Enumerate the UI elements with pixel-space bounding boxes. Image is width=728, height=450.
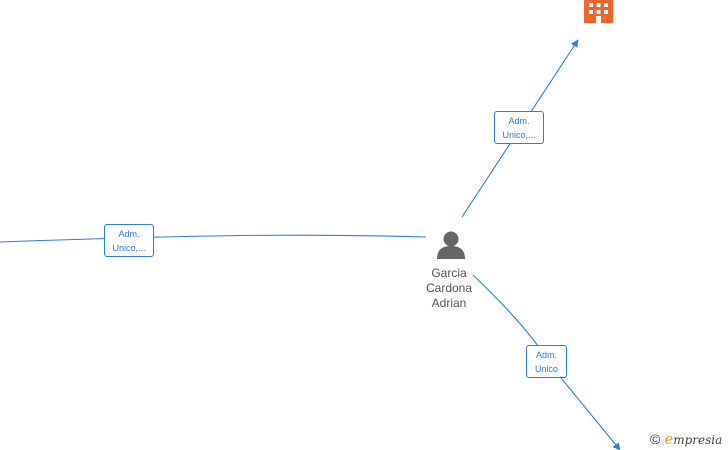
person-name[interactable]: Garcia Cardona Adrian xyxy=(414,266,484,311)
edge-label-line: Adm. xyxy=(508,116,530,126)
edge-label-line: Adm. xyxy=(118,229,140,239)
copyright-symbol: © xyxy=(650,431,661,447)
edge-line-left xyxy=(0,234,427,243)
edge-label-line: Adm. xyxy=(535,350,557,360)
brand-watermark: ©empresia xyxy=(650,430,722,448)
edge-label-left[interactable]: Adm. Unico,... xyxy=(104,224,154,257)
brand-name: mpresia xyxy=(673,433,723,447)
person-name-line: Adrian xyxy=(431,296,467,310)
edge-label-line: Unico,... xyxy=(112,243,146,253)
building-icon[interactable] xyxy=(584,0,613,23)
edge-label-line: Unico,... xyxy=(502,130,536,140)
edge-label-line: Unico xyxy=(534,364,558,374)
person-name-line: Garcia xyxy=(431,266,467,280)
brand-initial: e xyxy=(664,430,674,448)
edge-label-top[interactable]: Adm. Unico,... xyxy=(494,111,544,144)
person-name-line: Cardona xyxy=(425,281,473,295)
edge-label-bottom[interactable]: Adm. Unico xyxy=(526,345,567,378)
person-icon[interactable] xyxy=(437,231,465,260)
